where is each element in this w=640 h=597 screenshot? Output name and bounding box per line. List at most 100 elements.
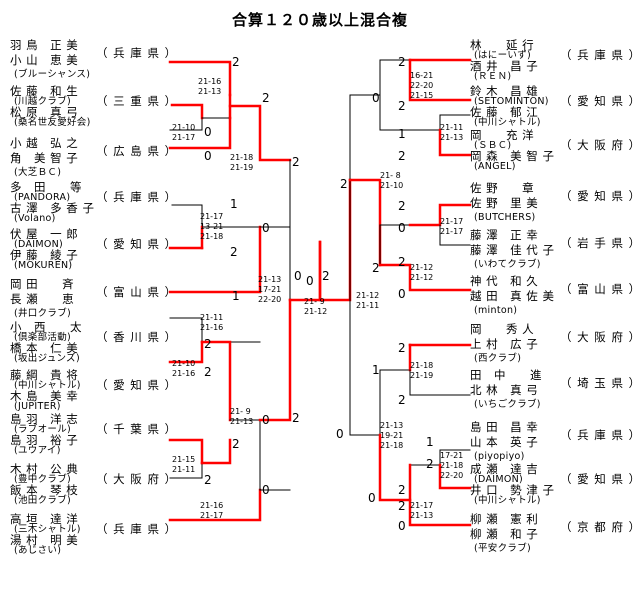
club-name: (MOKUREN): [14, 260, 73, 271]
club-name: (平安クラブ): [474, 543, 532, 554]
match-result: 1: [398, 127, 406, 141]
page-title: 合算１２０歳以上混合複: [231, 11, 408, 29]
club-name: (いわてクラブ): [474, 259, 541, 270]
club-name: (ＳＢＣ): [474, 140, 512, 151]
game-score: 22-20: [258, 295, 282, 304]
game-score: 21-12: [410, 273, 434, 282]
winner-line: [170, 103, 204, 120]
winner-line: [200, 340, 232, 422]
game-score: 21-18: [380, 441, 404, 450]
player-name: 藤 澤 正 幸: [470, 228, 539, 242]
bracket-line: [409, 369, 471, 396]
game-score: 21-16: [200, 501, 224, 510]
prefecture: （ 埼 玉 県 ）: [560, 376, 640, 390]
player-name: 湯 村 明 美: [10, 533, 79, 547]
prefecture: （ 香 川 県 ）: [96, 330, 178, 344]
game-score: 21-16: [172, 369, 196, 378]
prefecture: （ 愛 知 県 ）: [96, 378, 178, 392]
prefecture: （ 大 阪 府 ）: [96, 472, 178, 486]
club-name: (いちごクラブ): [474, 399, 541, 410]
player-name: 田 中 進: [470, 368, 542, 382]
game-score: 21-10: [172, 123, 196, 132]
player-name: 藤 澤 佳 代 子: [470, 243, 555, 257]
club-name: (西クラブ): [474, 353, 522, 364]
match-result: 0: [294, 269, 302, 283]
prefecture: （ 愛 知 県 ）: [560, 94, 640, 108]
match-result: 2: [204, 337, 212, 351]
winner-line: [408, 203, 472, 227]
game-score: 21-11: [440, 123, 464, 132]
player-name: 上 村 広 子: [470, 337, 539, 351]
club-name: (minton): [474, 305, 518, 316]
player-name: 柳 瀬 憲 利: [470, 512, 539, 526]
club-name: (豊中クラブ): [14, 474, 72, 485]
match-result: 2: [398, 393, 406, 407]
match-result: 2: [232, 437, 240, 451]
prefecture: （ 兵 庫 県 ）: [560, 48, 640, 62]
match-result: 0: [306, 274, 314, 288]
game-score: 22-20: [410, 81, 434, 90]
match-result: 2: [398, 499, 406, 513]
match-result: 0: [398, 287, 406, 301]
club-name: (piyopiyo): [474, 451, 525, 462]
club-name: (中川シャトル): [474, 495, 541, 506]
match-result: 2: [262, 91, 270, 105]
match-result: 1: [372, 363, 380, 377]
match-result: 0: [398, 519, 406, 533]
player-name: 岡 秀 人: [470, 322, 535, 336]
bracket-line: [439, 224, 471, 246]
club-name: (井口クラブ): [14, 308, 72, 319]
game-score: 21-17: [410, 501, 434, 510]
match-result: 2: [232, 55, 240, 69]
prefecture: （ 大 阪 府 ）: [560, 138, 640, 152]
club-name: (中川シャトル): [14, 380, 81, 391]
prefecture: （ 兵 庫 県 ）: [96, 522, 178, 536]
bracket-line: [229, 419, 261, 491]
winner-line: [258, 298, 292, 422]
player-name: 多 田 等: [10, 180, 82, 194]
match-result: 2: [398, 199, 406, 213]
club-name: (倶楽部活動): [14, 332, 72, 343]
bracket-line: [409, 114, 471, 131]
club-name: (ＲＥＮ): [474, 71, 512, 82]
game-score: 21-17: [440, 227, 464, 236]
bracket-line: [169, 317, 203, 343]
match-result: 0: [398, 221, 406, 235]
match-result: 1: [232, 289, 240, 303]
game-score: 16-21: [410, 71, 434, 80]
game-score: 21-13: [410, 511, 434, 520]
club-name: (JUPITER): [14, 401, 61, 412]
player-name: 岡 田 斉: [10, 277, 75, 291]
winner-line: [348, 178, 382, 267]
player-name: 羽 鳥 正 美: [10, 38, 79, 52]
game-score: 21-17: [172, 133, 196, 142]
club-name: (BUTCHERS): [474, 212, 536, 223]
club-name: (SETOMINTON): [474, 96, 549, 107]
club-name: (坂出ジュンズ): [14, 353, 80, 364]
player-name: 林 延 行: [470, 38, 535, 52]
match-result: 2: [398, 255, 406, 269]
prefecture: （ 岩 手 県 ）: [560, 236, 640, 250]
player-name: 佐 藤 和 生: [10, 84, 79, 98]
match-result: 2: [398, 99, 406, 113]
player-name: 岡 森 美 智 子: [470, 149, 555, 163]
game-score: 21- 9: [304, 297, 325, 306]
match-result: 0: [262, 221, 270, 235]
game-score: 21-17: [200, 212, 224, 221]
player-name: 岡 充 洋: [470, 128, 535, 142]
match-result: 0: [204, 149, 212, 163]
club-name: (PANDORA): [14, 192, 71, 203]
club-name: (ブルーシャンス): [14, 69, 91, 80]
player-name: 藤 綱 貴 将: [10, 368, 79, 382]
winner-line: [168, 60, 232, 97]
game-score: 21-19: [410, 371, 434, 380]
game-score: 21-12: [410, 263, 434, 272]
winner-line: [438, 463, 472, 490]
club-name: (中川シャトル): [474, 117, 541, 128]
player-name: 佐 野 章: [470, 181, 535, 195]
game-score: 21-13: [258, 275, 282, 284]
game-score: 21-16: [198, 77, 222, 86]
player-name: 木 島 美 幸: [10, 389, 79, 403]
game-score: 21-12: [304, 307, 328, 316]
match-result: 0: [368, 491, 376, 505]
